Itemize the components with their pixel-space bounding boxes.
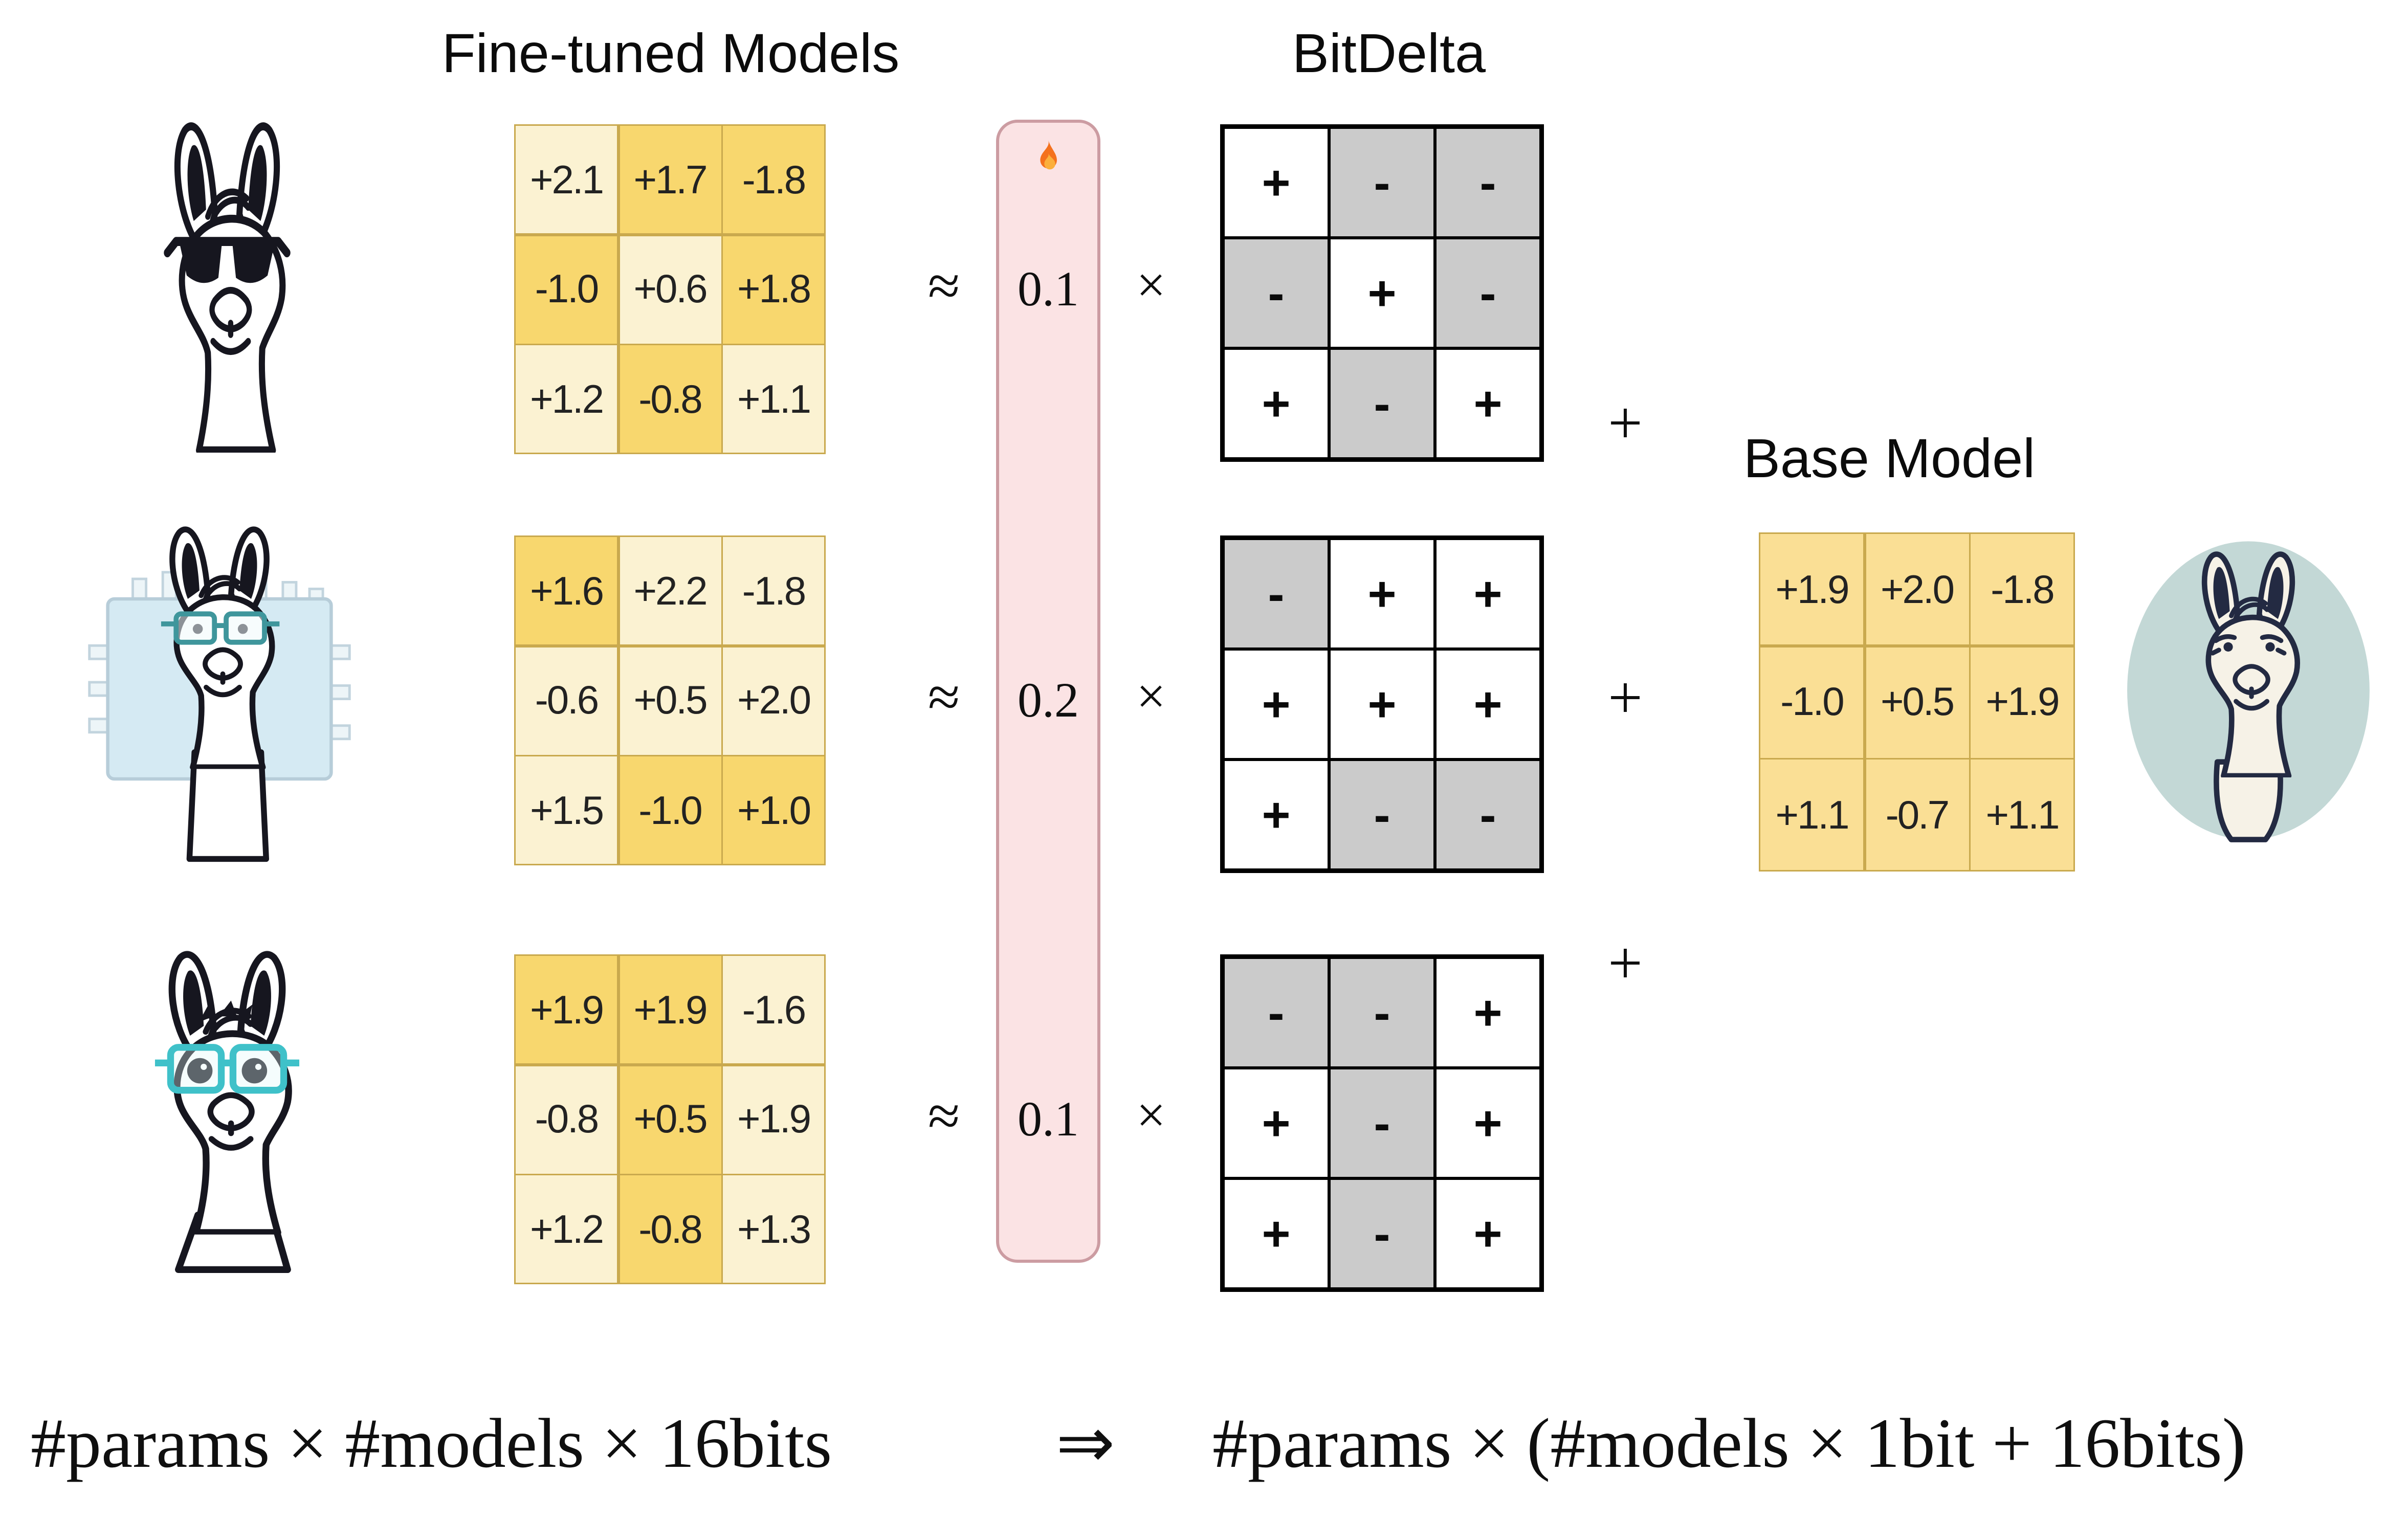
matrix-cell: - xyxy=(1437,239,1539,347)
formula-arrow: ⇒ xyxy=(1056,1404,1115,1482)
matrix-cell: -0.7 xyxy=(1865,760,1969,870)
matrix-cell: - xyxy=(1331,129,1433,236)
matrix-cell: + xyxy=(1437,651,1539,758)
sign-matrix-3: --++-++-+ xyxy=(1220,954,1544,1292)
matrix-cell: +1.6 xyxy=(516,537,617,644)
matrix-cell: +2.0 xyxy=(1865,534,1969,644)
matrix-cell: +0.6 xyxy=(619,235,721,343)
matrix-cell: + xyxy=(1225,1180,1328,1287)
matrix-cell: -1.0 xyxy=(1760,646,1863,757)
matrix-cell: +1.9 xyxy=(723,1065,824,1173)
matrix-cell: + xyxy=(1331,239,1433,347)
matrix-cell: + xyxy=(1225,129,1328,236)
matrix-cell: +1.7 xyxy=(619,126,721,233)
base-model-title: Base Model xyxy=(1743,427,2036,489)
matrix-cell: + xyxy=(1437,350,1539,457)
times-symbol: × xyxy=(1136,669,1166,726)
llama-glasses-icon xyxy=(154,942,300,1274)
times-symbol: × xyxy=(1136,1088,1166,1145)
llama-glasses-avatar xyxy=(120,942,335,1281)
llama-chip-glasses-avatar xyxy=(86,516,353,870)
matrix-cell: +1.0 xyxy=(723,756,824,864)
matrix-cell: -0.6 xyxy=(516,646,617,754)
matrix-cell: +1.2 xyxy=(516,1175,617,1283)
matrix-cell: +1.3 xyxy=(723,1175,824,1283)
matrix-cell: -1.8 xyxy=(723,537,824,644)
matrix-cell: +1.9 xyxy=(516,956,617,1063)
matrix-cell: + xyxy=(1225,1069,1328,1177)
trainable-scale-bar: 0.1 0.2 0.1 xyxy=(996,120,1100,1263)
matrix-cell: - xyxy=(1331,1180,1433,1287)
finetuned-models-title: Fine-tuned Models xyxy=(441,21,900,84)
matrix-cell: + xyxy=(1331,540,1433,647)
sign-matrix-2: -++++++-- xyxy=(1220,535,1544,873)
matrix-cell: -1.0 xyxy=(619,756,721,864)
llama-base-icon xyxy=(2127,541,2370,842)
matrix-cell: +2.2 xyxy=(619,537,721,644)
matrix-cell: + xyxy=(1225,350,1328,457)
matrix-cell: - xyxy=(1331,959,1433,1066)
matrix-cell: - xyxy=(1437,761,1539,868)
matrix-cell: +1.9 xyxy=(619,956,721,1063)
matrix-cell: - xyxy=(1225,540,1328,647)
finetuned-matrix-3: +1.9+1.9-1.6-0.8+0.5+1.9+1.2-0.8+1.3 xyxy=(514,954,826,1284)
matrix-cell: +2.1 xyxy=(516,126,617,233)
matrix-cell: -1.8 xyxy=(723,126,824,233)
llama-base-avatar xyxy=(2124,528,2373,867)
sign-matrix-1: +---+-+-+ xyxy=(1220,124,1544,462)
matrix-cell: -0.8 xyxy=(619,345,721,453)
matrix-cell: +0.5 xyxy=(619,646,721,754)
matrix-cell: - xyxy=(1331,350,1433,457)
approx-symbol: ≈ xyxy=(927,666,960,730)
matrix-cell: + xyxy=(1225,651,1328,758)
matrix-cell: + xyxy=(1437,959,1539,1066)
matrix-cell: +1.9 xyxy=(1760,534,1863,644)
matrix-cell: + xyxy=(1437,540,1539,647)
matrix-cell: +1.1 xyxy=(723,345,824,453)
approx-symbol: ≈ xyxy=(927,1085,960,1149)
plus-symbol: + xyxy=(1608,928,1643,997)
plus-symbol: + xyxy=(1608,663,1643,732)
matrix-cell: +0.5 xyxy=(619,1065,721,1173)
matrix-cell: - xyxy=(1225,239,1328,347)
times-symbol: × xyxy=(1136,258,1166,315)
matrix-cell: -0.8 xyxy=(619,1175,721,1283)
scale-value-2: 0.2 xyxy=(1018,672,1079,727)
matrix-cell: - xyxy=(1225,959,1328,1066)
scale-value-3: 0.1 xyxy=(1018,1091,1079,1146)
matrix-cell: +1.1 xyxy=(1760,760,1863,870)
plus-symbol: + xyxy=(1608,388,1643,457)
finetuned-matrix-2: +1.6+2.2-1.8 -0.6+0.5+2.0 +1.5-1.0+1.0 xyxy=(514,535,826,865)
matrix-cell: +1.5 xyxy=(516,756,617,864)
matrix-cell: +0.5 xyxy=(1865,646,1969,757)
matrix-cell: -0.8 xyxy=(516,1065,617,1173)
llama-sunglasses-avatar xyxy=(130,112,324,460)
matrix-cell: + xyxy=(1225,761,1328,868)
llama-sunglasses-icon xyxy=(164,112,291,453)
matrix-cell: + xyxy=(1437,1180,1539,1287)
matrix-cell: +1.2 xyxy=(516,345,617,453)
compression-formula: #params × #models × 16bits ⇒ #params × (… xyxy=(0,1386,2408,1502)
matrix-cell: +2.0 xyxy=(723,646,824,754)
formula-right: #params × (#models × 1bit + 16bits) xyxy=(1212,1404,2246,1482)
matrix-cell: +1.9 xyxy=(1971,646,2073,757)
matrix-cell: -1.8 xyxy=(1971,534,2073,644)
matrix-cell: -1.6 xyxy=(723,956,824,1063)
matrix-cell: - xyxy=(1437,129,1539,236)
finetuned-matrix-1: +2.1+1.7-1.8 -1.0+0.6+1.8 +1.2-0.8+1.1 xyxy=(514,124,826,454)
matrix-cell: + xyxy=(1331,651,1433,758)
flame-icon xyxy=(1040,140,1057,170)
bitdelta-title: BitDelta xyxy=(1292,21,1486,84)
matrix-cell: + xyxy=(1437,1069,1539,1177)
llama-chip-icon xyxy=(88,516,351,862)
formula-left: #params × #models × 16bits xyxy=(31,1404,832,1482)
matrix-cell: -1.0 xyxy=(516,235,617,343)
matrix-cell: - xyxy=(1331,1069,1433,1177)
base-model-matrix: +1.9+2.0-1.8-1.0+0.5+1.9+1.1-0.7+1.1 xyxy=(1759,532,2075,872)
approx-symbol: ≈ xyxy=(927,255,960,319)
matrix-cell: +1.8 xyxy=(723,235,824,343)
matrix-cell: +1.1 xyxy=(1971,760,2073,870)
matrix-cell: - xyxy=(1331,761,1433,868)
scale-value-1: 0.1 xyxy=(1018,261,1079,316)
